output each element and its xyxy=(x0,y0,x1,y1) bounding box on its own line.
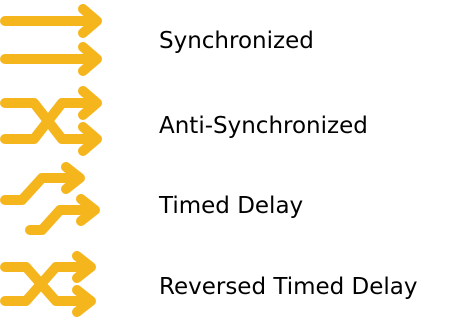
staggered-step-arrows-icon xyxy=(0,162,110,243)
legend-label-synchronized: Synchronized xyxy=(159,28,314,54)
legend-label-timed-delay: Timed Delay xyxy=(159,193,304,219)
legend-label-anti-synchronized: Anti-Synchronized xyxy=(159,113,368,139)
crossing-step-arrows-icon xyxy=(0,243,110,324)
legend-item-synchronized: Synchronized xyxy=(0,0,471,81)
legend-item-reversed-timed-delay: Reversed Timed Delay xyxy=(0,243,471,324)
legend-item-timed-delay: Timed Delay xyxy=(0,162,471,243)
legend-label-reversed-timed-delay: Reversed Timed Delay xyxy=(159,274,418,300)
parallel-arrows-icon xyxy=(0,0,110,81)
crossing-arrows-icon xyxy=(0,81,110,162)
legend-item-anti-synchronized: Anti-Synchronized xyxy=(0,81,471,162)
